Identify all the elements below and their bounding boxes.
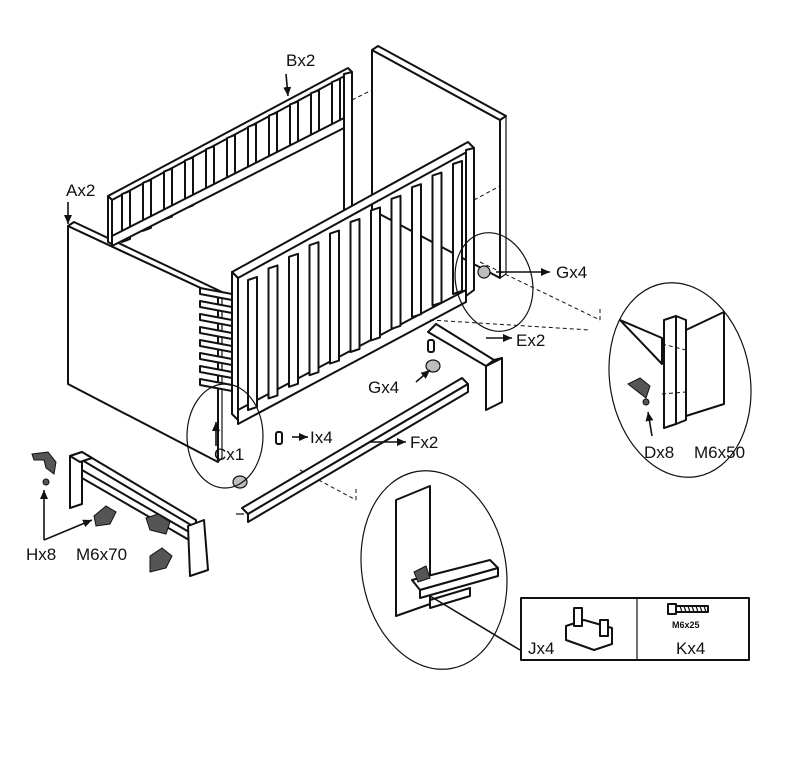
slat-front xyxy=(288,252,299,388)
rail-f xyxy=(236,377,469,523)
label-k: Kx4 xyxy=(676,639,705,658)
detail-j xyxy=(395,485,499,617)
label-h-spec: M6x70 xyxy=(76,545,127,564)
slat-front xyxy=(349,218,361,353)
end-panel-a xyxy=(67,221,223,463)
leader-h-2 xyxy=(43,519,93,541)
label-d-spec: M6x50 xyxy=(694,443,745,462)
label-b: Bx2 xyxy=(286,51,315,70)
detail-d xyxy=(619,311,725,429)
bracket-j-icon xyxy=(565,607,613,651)
slat-front xyxy=(308,241,320,377)
bracket-h-2 xyxy=(93,505,117,527)
side-rail-b-back xyxy=(107,67,353,247)
callout-circle-d xyxy=(608,282,752,478)
label-e: Ex2 xyxy=(516,331,545,350)
slat-front xyxy=(329,229,340,365)
leg-e xyxy=(427,323,503,411)
callout-circle-j xyxy=(360,470,508,670)
label-g-top: Gx4 xyxy=(556,263,587,282)
slat-front xyxy=(370,206,381,342)
bracket-h-1 xyxy=(31,451,57,486)
slat-front xyxy=(267,264,279,400)
dowel-i xyxy=(275,339,435,445)
mattress-base xyxy=(199,287,233,392)
parts-box xyxy=(520,597,750,661)
leader-d xyxy=(645,411,654,437)
side-rail-b-front xyxy=(231,141,475,425)
label-d: Dx8 xyxy=(644,443,674,462)
label-k-screw: M6x25 xyxy=(672,620,700,630)
slat-front xyxy=(452,160,463,295)
label-g-bottom: Gx4 xyxy=(368,378,399,397)
label-a: Ax2 xyxy=(66,181,95,200)
label-i: Ix4 xyxy=(310,428,333,447)
slat-front xyxy=(431,171,443,307)
cap-c xyxy=(232,475,248,489)
slat-front xyxy=(390,194,402,330)
dowel-g-upper xyxy=(477,265,491,279)
bracket-h-3 xyxy=(145,513,171,535)
screw-k-icon xyxy=(667,603,709,615)
slat-front xyxy=(247,276,258,411)
label-h: Hx8 xyxy=(26,545,56,564)
leader-b xyxy=(283,73,292,97)
slat-front xyxy=(411,183,422,319)
bracket-h-4 xyxy=(149,547,173,573)
label-c: Cx1 xyxy=(214,445,244,464)
dowel-g-lower xyxy=(425,359,441,373)
leader-g-bottom xyxy=(415,369,431,383)
label-j: Jx4 xyxy=(528,639,554,658)
leader-j xyxy=(429,595,521,651)
callout-circle-c xyxy=(186,383,264,489)
label-f: Fx2 xyxy=(410,433,438,452)
